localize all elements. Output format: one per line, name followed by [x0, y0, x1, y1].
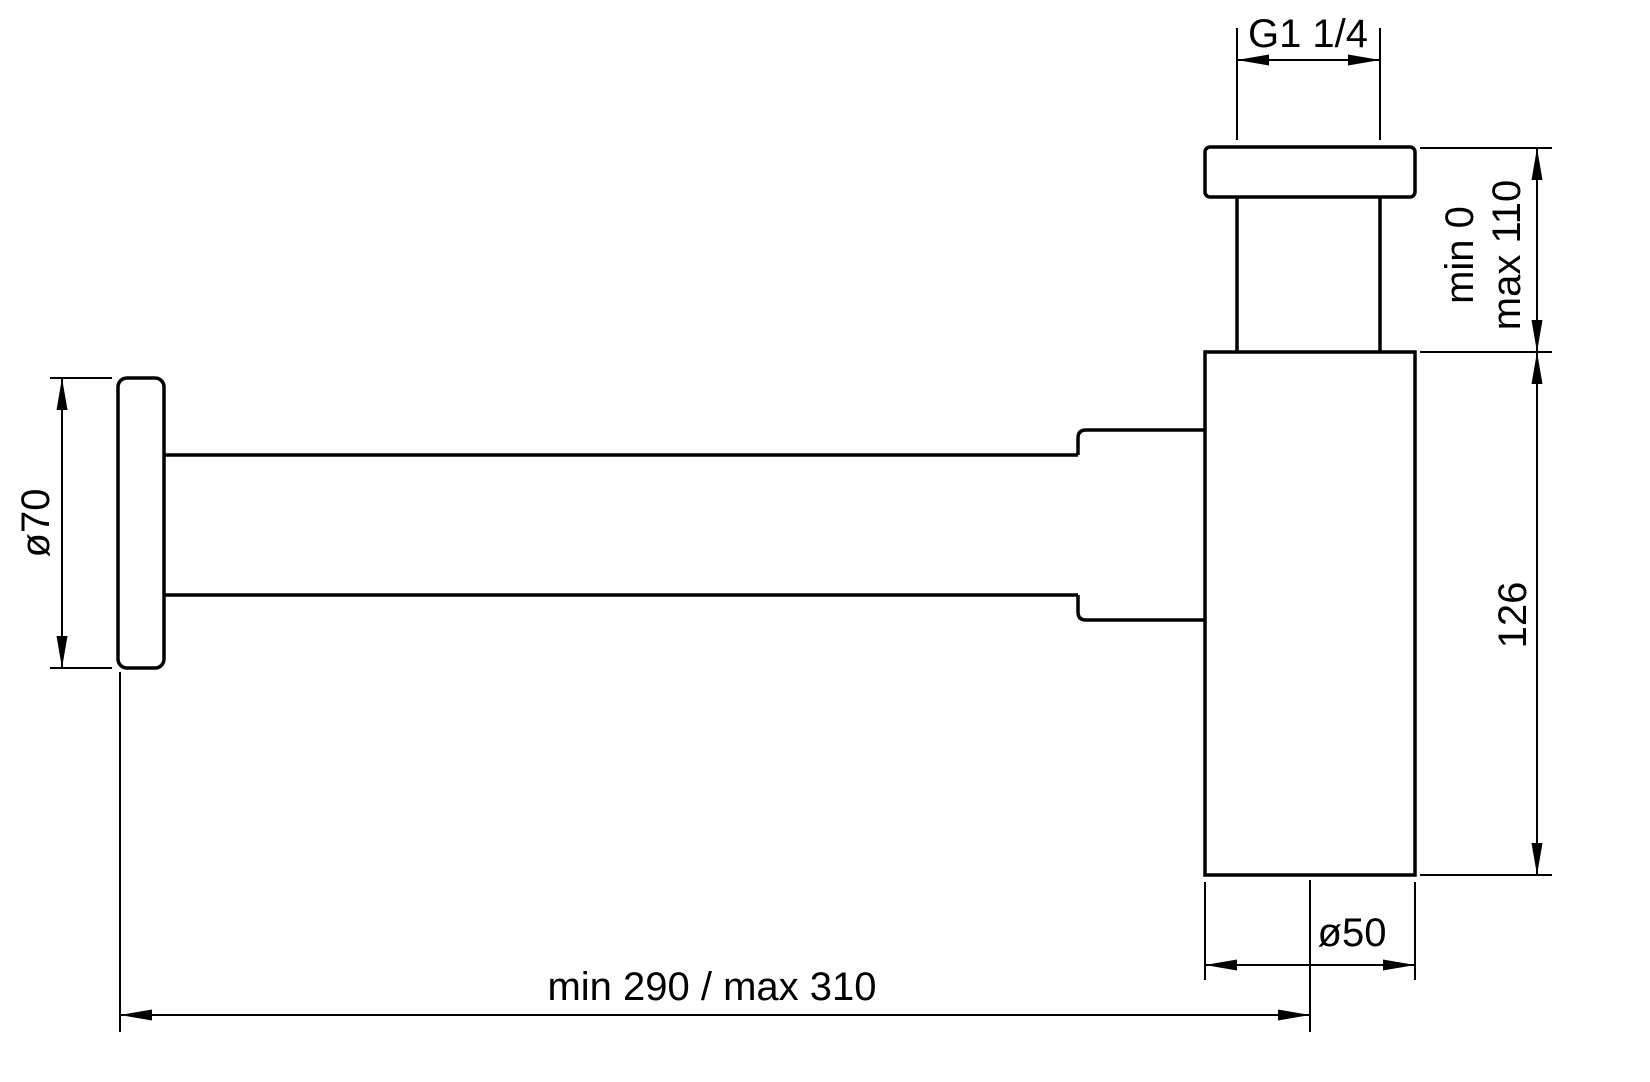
inlet-height-min-label: min 0	[1438, 206, 1482, 304]
arrowhead	[1531, 148, 1543, 180]
thread-size-label: G1 1/4	[1248, 12, 1368, 56]
arrowhead	[1205, 959, 1237, 971]
arrowhead	[1531, 843, 1543, 875]
arrowhead	[1383, 959, 1415, 971]
wall-flange	[116, 376, 166, 670]
arrowhead	[1531, 352, 1543, 384]
arrowhead	[1278, 1009, 1310, 1021]
arrowhead	[1237, 54, 1269, 66]
outlet-diameter-label: ø50	[1318, 911, 1387, 955]
dim-thread: G1 1/4	[1236, 12, 1381, 140]
dim-inlet-height: min 0 max 110	[1420, 147, 1552, 353]
arrowhead	[120, 1009, 152, 1021]
inlet-nut-top	[1076, 428, 1205, 455]
reach-label: min 290 / max 310	[547, 965, 876, 1009]
dim-reach: min 290 / max 310	[119, 672, 1311, 1032]
dim-flange-diameter: ø70	[14, 377, 112, 669]
trap-body	[1203, 350, 1417, 877]
inlet-nut-bottom	[1076, 595, 1205, 622]
arrowhead	[1348, 54, 1380, 66]
arrowhead	[56, 378, 68, 410]
arrowhead	[56, 636, 68, 668]
flange-diameter-label: ø70	[14, 489, 58, 558]
part-outline	[116, 145, 1417, 877]
arrowhead	[1531, 320, 1543, 352]
dim-body-height: 126	[1420, 352, 1552, 876]
inlet-height-max-label: max 110	[1485, 180, 1529, 330]
inlet-flange	[1203, 145, 1417, 199]
body-height-label: 126	[1491, 582, 1535, 649]
